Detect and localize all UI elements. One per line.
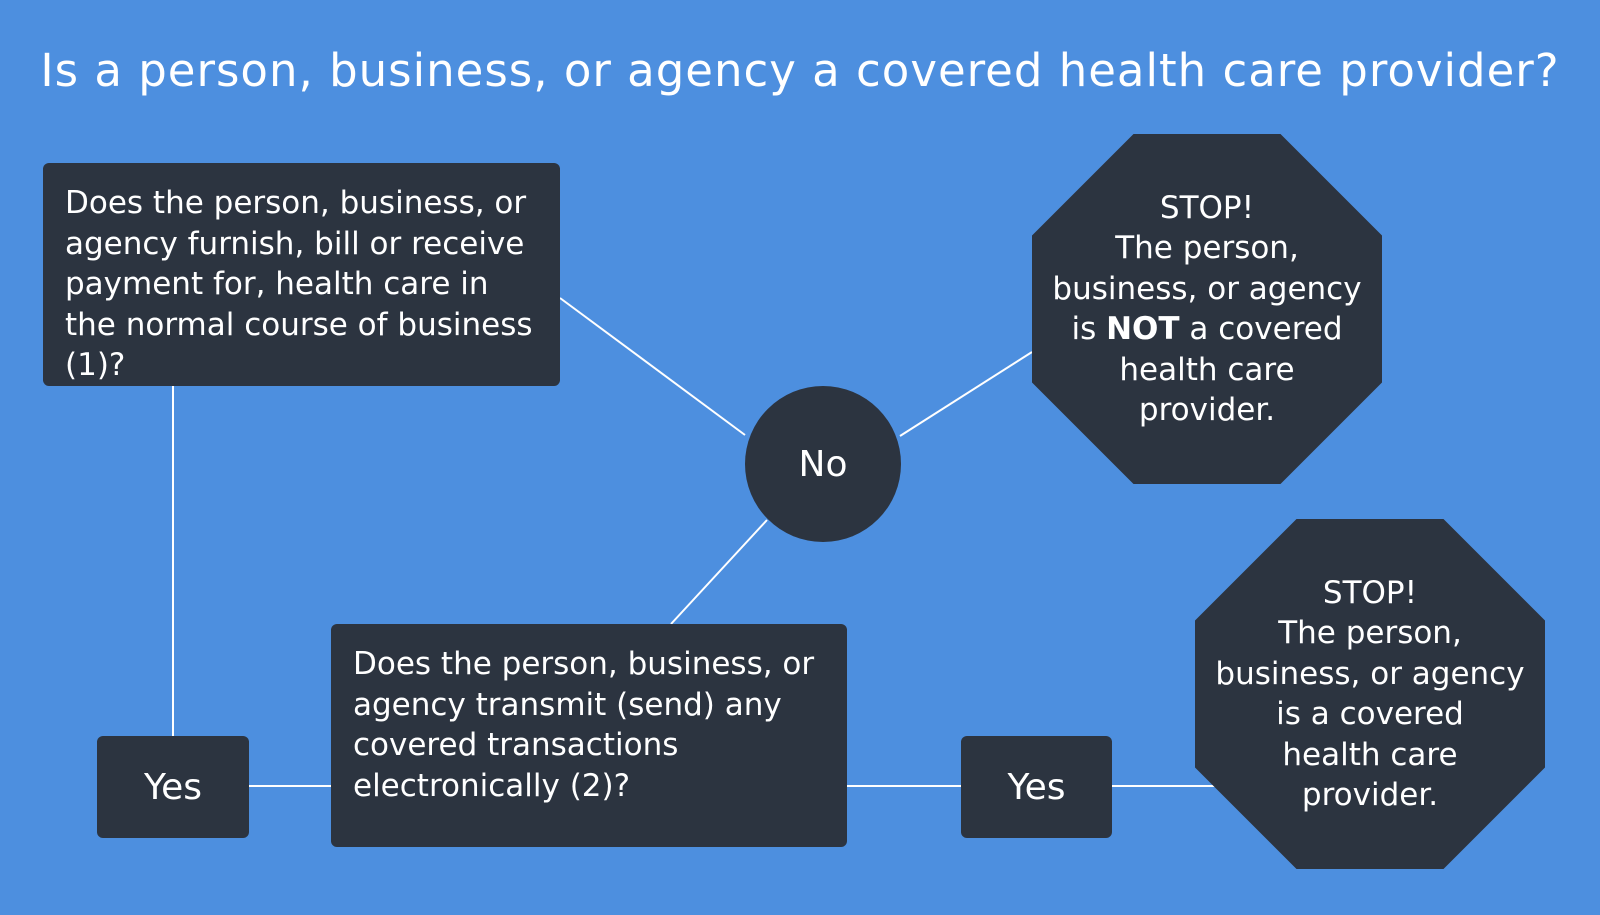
stop-not-covered-line3: is NOT a covered xyxy=(1071,309,1342,350)
stop-not-covered-not-emphasis: NOT xyxy=(1106,311,1180,347)
question1-box: Does the person, business, or agency fur… xyxy=(43,163,560,386)
stop-covered-line3: is a covered xyxy=(1276,696,1464,732)
stop-not-covered-line1: The person, xyxy=(1115,230,1299,266)
stop-covered-line2: business, or agency xyxy=(1215,655,1525,692)
stop-covered-heading: STOP! xyxy=(1322,574,1418,611)
stop-not-covered-line5: provider. xyxy=(1138,392,1276,428)
stop-covered-line1: The person, xyxy=(1278,615,1462,651)
connector-question1-to-no xyxy=(559,297,746,436)
yes2-label: Yes xyxy=(1007,766,1066,808)
yes2-box: Yes xyxy=(961,736,1112,838)
stop-covered-line4: health care xyxy=(1282,736,1458,773)
stop-not-covered-line4: health care xyxy=(1119,351,1295,388)
question1-text: Does the person, business, or agency fur… xyxy=(65,185,533,383)
page-title: Is a person, business, or agency a cover… xyxy=(40,44,1560,97)
no-circle: No xyxy=(745,386,901,542)
yes1-label: Yes xyxy=(143,766,203,808)
stop-not-covered-line3-post: a covered xyxy=(1179,311,1343,347)
stop-covered-line5: provider. xyxy=(1301,777,1439,813)
yes1-box: Yes xyxy=(97,736,249,838)
stop-not-covered-octagon: STOP! The person, business, or agency is… xyxy=(1032,134,1382,484)
question2-text: Does the person, business, or agency tra… xyxy=(353,646,815,804)
stop-covered-octagon: STOP! The person, business, or agency is… xyxy=(1195,519,1545,869)
connector-no-to-question2 xyxy=(670,519,768,625)
stop-not-covered-line2: business, or agency xyxy=(1052,270,1362,307)
question2-box: Does the person, business, or agency tra… xyxy=(331,624,847,847)
no-label: No xyxy=(798,443,848,485)
stop-not-covered-line3-pre: is xyxy=(1071,311,1107,347)
stop-not-covered-heading: STOP! xyxy=(1159,189,1255,226)
connector-no-to-stop-not-covered xyxy=(899,351,1033,437)
